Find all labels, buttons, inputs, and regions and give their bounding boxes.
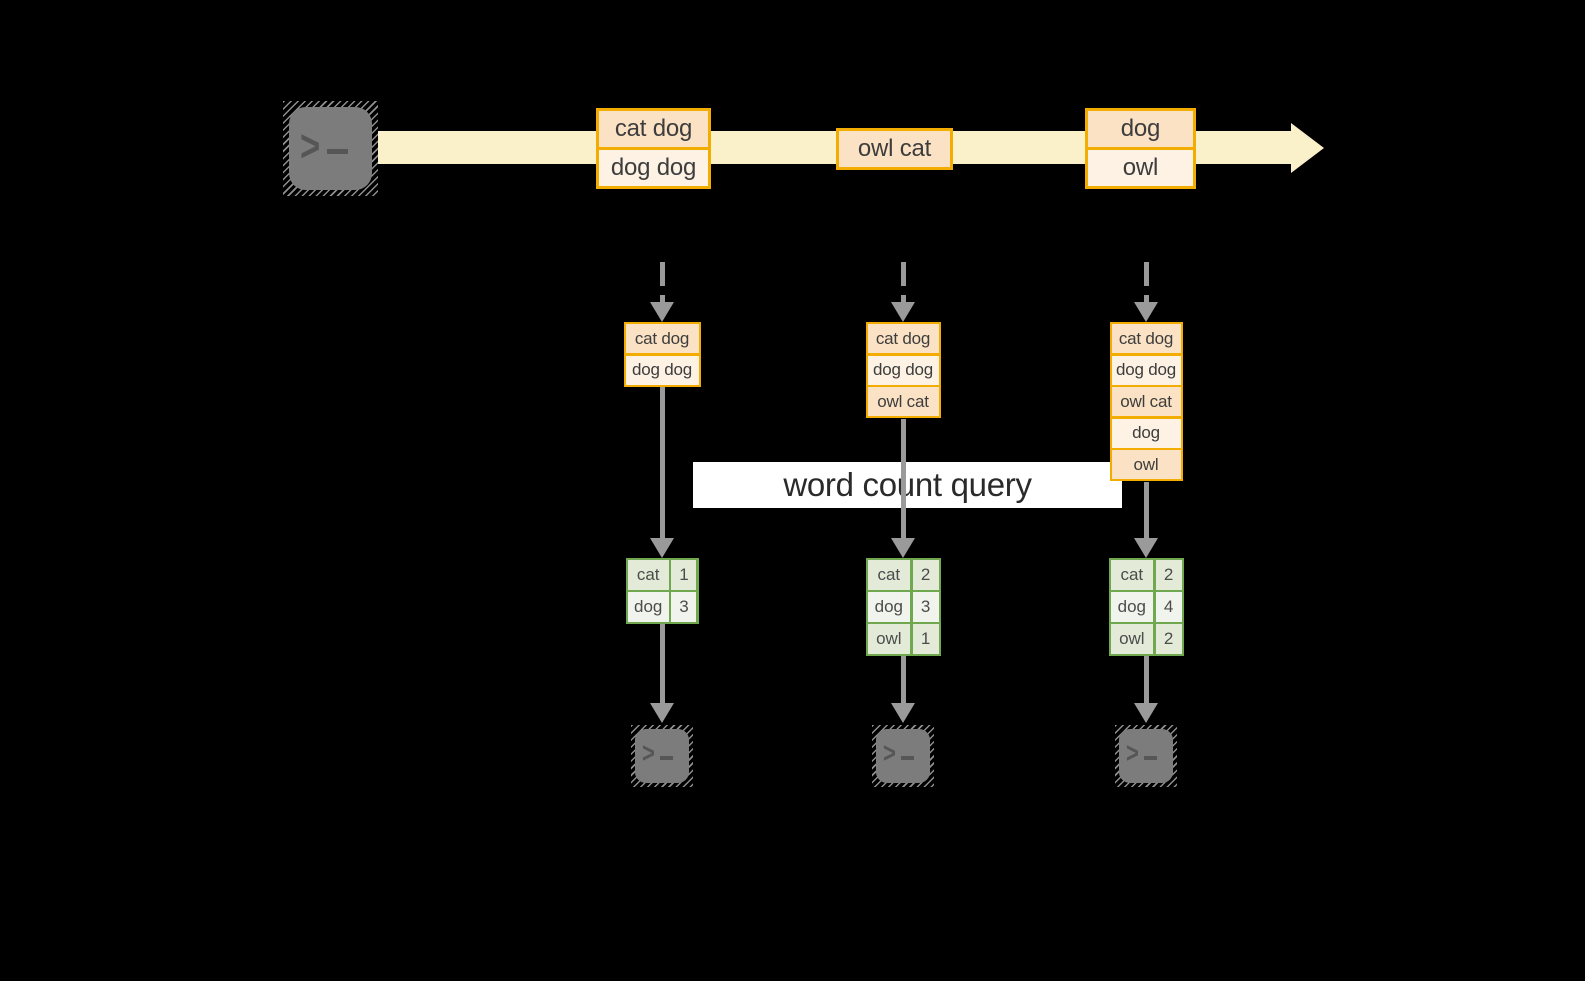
flow-line	[659, 624, 665, 703]
count-word-cell: dog	[1110, 592, 1154, 622]
count-word-cell: cat	[1110, 560, 1154, 590]
dashed-arrowhead-icon	[1134, 302, 1158, 322]
state-line-cell: owl	[1111, 450, 1181, 479]
count-value-cell: 2	[912, 560, 939, 590]
arrowhead-icon	[1134, 703, 1158, 723]
state-line-cell: cat dog	[1111, 324, 1181, 353]
dashed-arrowhead-icon	[891, 302, 915, 322]
prompt-cursor-icon	[327, 148, 348, 155]
arrowhead-icon	[891, 538, 915, 558]
stream-arrowhead-icon	[1291, 123, 1324, 173]
event-line-cell: owl	[1088, 150, 1193, 186]
state-line-cell: owl cat	[1111, 387, 1181, 416]
arrowhead-icon	[650, 703, 674, 723]
terminal-source-icon: >	[283, 101, 378, 196]
state-line-cell: owl cat	[867, 387, 939, 416]
count-word-cell: dog	[867, 592, 911, 622]
count-value-cell: 1	[912, 624, 939, 654]
state-line-cell: cat dog	[867, 324, 939, 353]
terminal-sink-icon-1: >	[872, 725, 934, 787]
dashed-arrow-line	[1143, 262, 1149, 302]
dashed-arrowhead-icon	[650, 302, 674, 322]
prompt-chevron-icon: >	[642, 738, 656, 770]
state-line-cell: dog	[1111, 418, 1181, 448]
state-line-cell: cat dog	[625, 324, 699, 353]
count-value-cell: 3	[671, 592, 697, 622]
terminal-body: >	[288, 106, 373, 191]
count-word-cell: owl	[1110, 624, 1154, 654]
terminal-body: >	[875, 728, 931, 784]
count-value-cell: 3	[912, 592, 939, 622]
state-line-cell: dog dog	[625, 355, 699, 385]
flow-line	[900, 656, 906, 703]
arrowhead-icon	[891, 703, 915, 723]
count-word-cell: cat	[867, 560, 911, 590]
dashed-arrow-line	[659, 262, 665, 302]
count-value-cell: 4	[1155, 592, 1182, 622]
flow-line	[900, 419, 906, 538]
flow-line	[659, 387, 665, 538]
prompt-chevron-icon: >	[300, 120, 321, 171]
query-label-band: word count query	[693, 462, 1122, 508]
count-value-cell: 2	[1155, 560, 1182, 590]
terminal-body: >	[634, 728, 690, 784]
count-word-cell: dog	[627, 592, 669, 622]
prompt-chevron-icon: >	[1126, 738, 1140, 770]
prompt-cursor-icon	[1143, 756, 1157, 760]
arrowhead-icon	[650, 538, 674, 558]
prompt-cursor-icon	[659, 756, 673, 760]
arrowhead-icon	[1134, 538, 1158, 558]
state-line-cell: dog dog	[1111, 355, 1181, 385]
event-line-cell: dog	[1088, 111, 1193, 147]
prompt-cursor-icon	[900, 756, 914, 760]
terminal-sink-icon-2: >	[1115, 725, 1177, 787]
prompt-chevron-icon: >	[883, 738, 897, 770]
dashed-arrow-line	[900, 262, 906, 302]
count-word-cell: cat	[627, 560, 669, 590]
terminal-sink-icon-0: >	[631, 725, 693, 787]
event-line-cell: owl cat	[839, 131, 950, 167]
event-line-cell: cat dog	[599, 111, 708, 147]
flow-line	[1143, 482, 1149, 538]
flow-line	[1143, 656, 1149, 703]
count-word-cell: owl	[867, 624, 911, 654]
event-line-cell: dog dog	[599, 150, 708, 186]
state-line-cell: dog dog	[867, 355, 939, 385]
stream-event-box-1: owl cat	[836, 128, 953, 170]
count-value-cell: 2	[1155, 624, 1182, 654]
terminal-body: >	[1118, 728, 1174, 784]
query-label: word count query	[783, 466, 1032, 503]
count-value-cell: 1	[671, 560, 697, 590]
